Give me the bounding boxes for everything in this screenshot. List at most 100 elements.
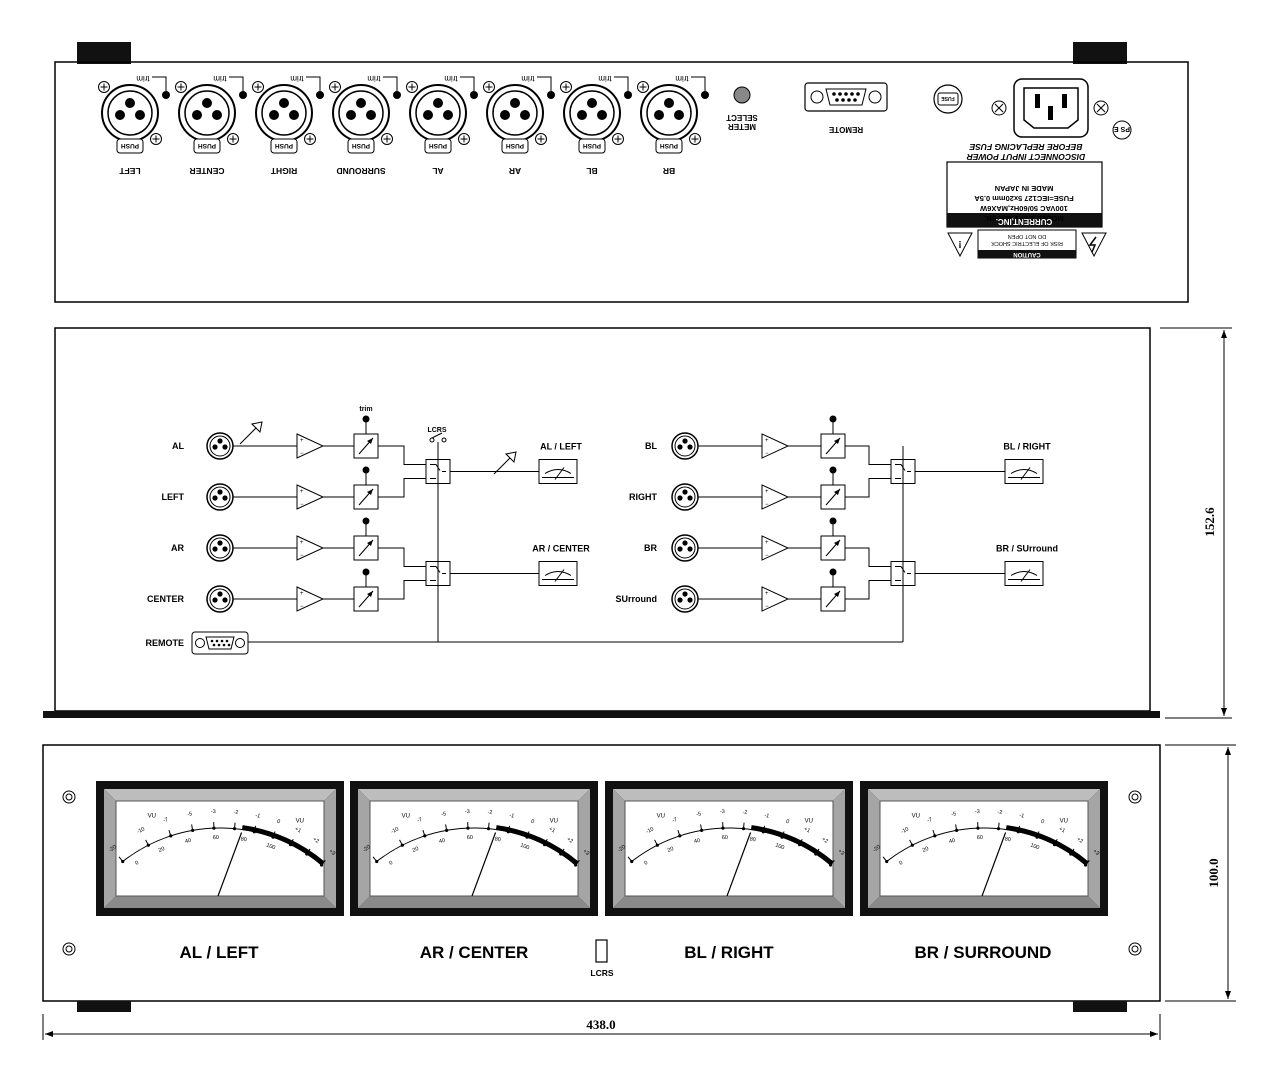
vu-tick-label: -1 xyxy=(764,813,770,820)
svg-text:−: − xyxy=(765,553,769,559)
rear-trim-label: trim xyxy=(598,74,612,83)
vu-percent-label: 20 xyxy=(158,846,166,854)
rear-trim-label: trim xyxy=(675,74,689,83)
vu-tick-label: -7 xyxy=(672,817,679,824)
svg-text:−: − xyxy=(765,451,769,457)
top-panel-base xyxy=(43,711,1160,718)
vu-tick-label: -20 xyxy=(872,844,882,854)
rear-trim-label: trim xyxy=(367,74,381,83)
rear-panel-view: trimPUSHLEFTtrimPUSHCENTERtrimPUSHRIGHTt… xyxy=(54,42,1189,303)
bd-channel-br: BR+− xyxy=(644,517,846,562)
dim-width: 438.0 xyxy=(586,1017,615,1032)
vu-tick-label: 0 xyxy=(276,819,281,826)
vu-percent-label: 0 xyxy=(643,860,649,867)
vu-tick-label: +2 xyxy=(565,836,574,844)
dim-depth: 152.6 xyxy=(1202,507,1217,537)
caution-line-2: DO NOT OPEN xyxy=(1008,233,1046,239)
vu-tick-label: -3 xyxy=(720,809,725,815)
bd-output-label: AR / CENTER xyxy=(532,544,590,554)
fuse-holder[interactable]: FUSE xyxy=(933,84,963,114)
vu-percent-label: 20 xyxy=(667,846,675,854)
vu-tick-label: -7 xyxy=(163,817,170,824)
vu-percent-label: 20 xyxy=(412,846,420,854)
vu-tick-label: +1 xyxy=(1058,826,1066,834)
vu-tick-label: -7 xyxy=(417,817,424,824)
rear-input-label: CENTER xyxy=(190,166,225,176)
bd-output-label: BL / RIGHT xyxy=(1003,442,1051,452)
connection-pointer-icon xyxy=(493,451,517,475)
rear-push-label: PUSH xyxy=(660,142,678,149)
rating-brand: CURRENT,INC. xyxy=(996,217,1052,226)
bd-lcrs-switch-a-2: AR / CENTER xyxy=(378,544,590,600)
vu-unit-label: VU xyxy=(296,818,304,824)
vu-percent-label: 60 xyxy=(977,835,983,841)
svg-text:!: ! xyxy=(958,238,961,249)
vu-tick-label: -5 xyxy=(187,811,193,818)
meter-select-label: METER SELECT xyxy=(726,113,758,131)
vu-percent-label: 100 xyxy=(774,843,785,852)
vu-percent-label: 60 xyxy=(467,835,473,841)
vu-needle xyxy=(471,832,497,897)
svg-text:+: + xyxy=(765,489,769,495)
vu-tick-label: -1 xyxy=(255,813,261,820)
bd-output-meter xyxy=(1004,459,1044,484)
info-triangle-icon xyxy=(947,232,973,258)
rear-input-label: RIGHT xyxy=(270,166,297,176)
ps-e-mark: PS E xyxy=(1112,120,1132,140)
bd-lcrs-switch-b-2: BR / SUrround xyxy=(845,544,1058,600)
rear-input-label: SURROUND xyxy=(336,166,385,176)
rating-line-2: 100VAC 50/60Hz,MAX6W xyxy=(979,204,1068,213)
caution-label: CAUTION RISK OF ELECTRIC SHOCK DO NOT OP… xyxy=(947,229,1107,259)
rear-trim-label: trim xyxy=(213,74,227,83)
rear-push-label: PUSH xyxy=(583,142,601,149)
svg-text:−: − xyxy=(300,502,304,508)
power-inlet[interactable] xyxy=(991,78,1109,138)
rear-foot-right xyxy=(1073,42,1127,64)
vu-tick-label: -20 xyxy=(617,844,627,854)
vu-percent-label: 0 xyxy=(134,860,140,867)
rear-push-label: PUSH xyxy=(506,142,524,149)
lcrs-switch[interactable] xyxy=(595,939,608,963)
remote-connector[interactable] xyxy=(804,82,888,112)
vu-unit-label: VU xyxy=(912,813,920,819)
vu-percent-label: 40 xyxy=(439,838,446,845)
meter-select-button[interactable] xyxy=(733,86,751,104)
rating-line-3: FUSE=IEC127 5x20mm 0.5A xyxy=(974,194,1074,203)
power-warning-line-2: BEFORE REPLACING FUSE xyxy=(969,142,1082,152)
bd-output-meter xyxy=(1004,561,1044,586)
vu-tick-label: -3 xyxy=(975,809,980,815)
rear-input-label: LEFT xyxy=(119,166,141,176)
vu-tick-label: -2 xyxy=(487,810,492,816)
vu-percent-label: 60 xyxy=(722,835,728,841)
svg-text:−: − xyxy=(300,604,304,610)
bd-input-label: BL xyxy=(645,441,657,451)
vu-tick-label: +2 xyxy=(311,836,320,844)
svg-text:+: + xyxy=(765,591,769,597)
vu-percent-label: 60 xyxy=(213,835,219,841)
ps-mark-text: PS E xyxy=(1114,125,1130,132)
bd-input-label: AL xyxy=(172,441,184,451)
vu-tick-label: -2 xyxy=(233,810,238,816)
vu-tick-label: -1 xyxy=(1019,813,1025,820)
rear-input-label: BR xyxy=(663,166,675,176)
vu-unit-label: VU xyxy=(148,813,156,819)
vu-percent-label: 0 xyxy=(898,860,904,867)
lcrs-switch-label: LCRS xyxy=(590,968,613,978)
vu-needle xyxy=(217,832,243,897)
bd-remote-label: REMOTE xyxy=(145,638,184,648)
vu-percent-label: 100 xyxy=(519,843,530,852)
rating-line-1: MODEL:CSP152/R SN. xyxy=(984,214,1064,223)
remote-label: REMOTE xyxy=(828,125,863,134)
vu-tick-label: 0 xyxy=(1040,819,1045,826)
